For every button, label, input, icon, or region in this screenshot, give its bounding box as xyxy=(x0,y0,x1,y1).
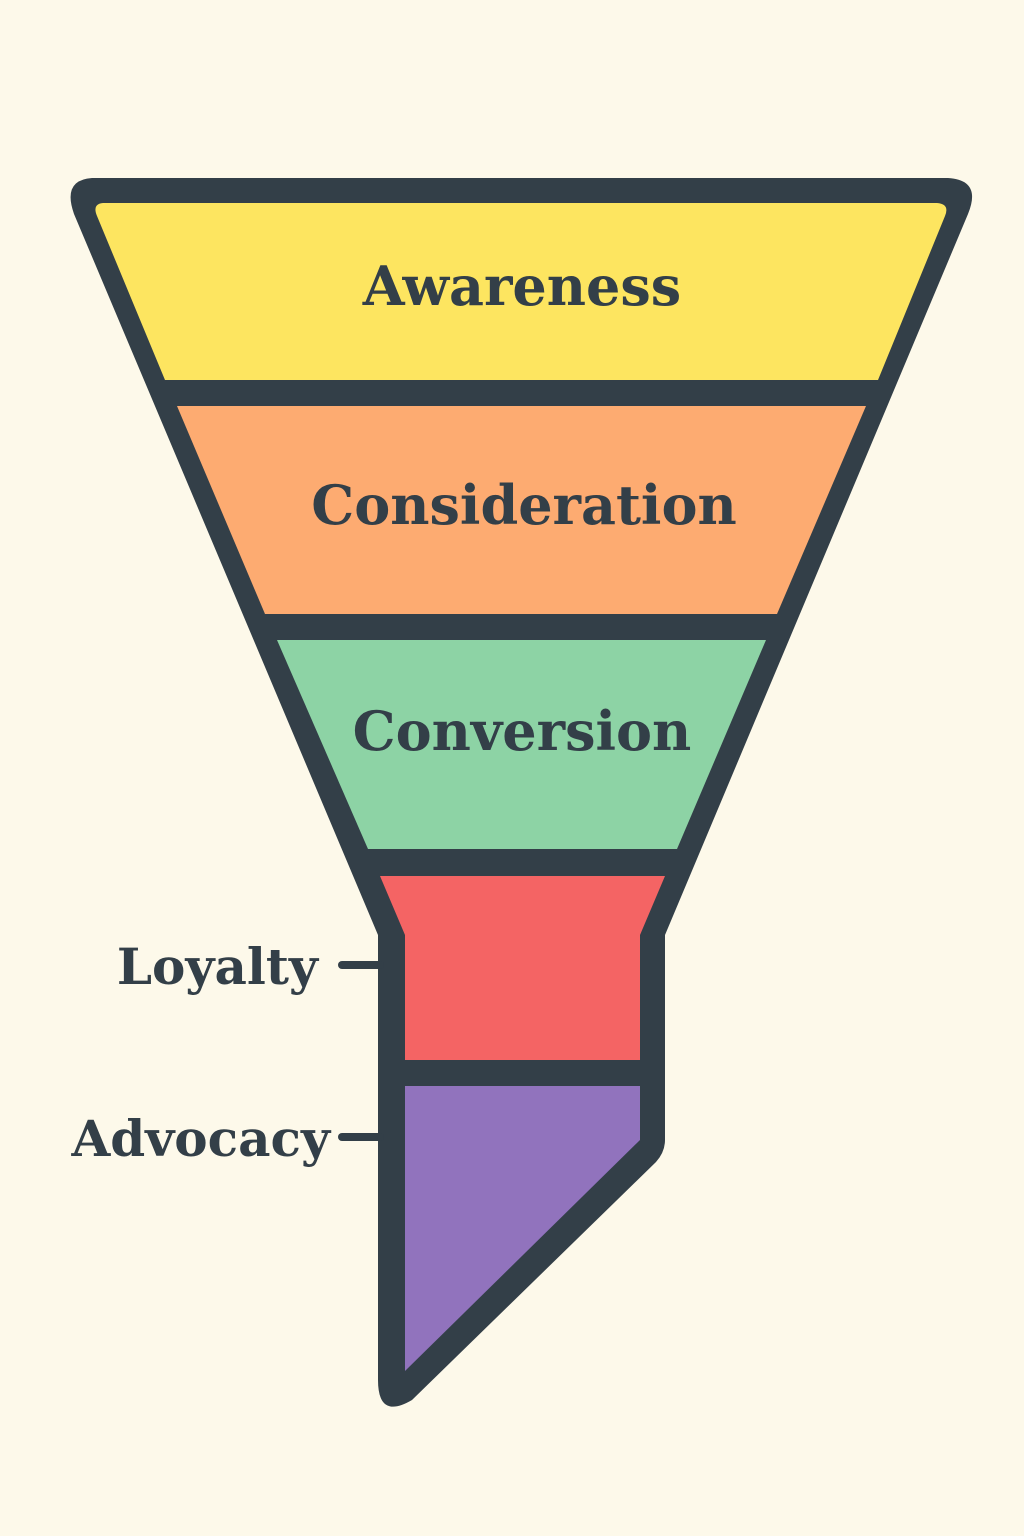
funnel-stage-awareness xyxy=(95,203,947,380)
funnel-stage-conversion xyxy=(277,640,766,849)
funnel-stage-loyalty xyxy=(380,876,665,1060)
stage-label-conversion: Conversion xyxy=(353,699,692,763)
side-label-advocacy: Advocacy xyxy=(71,1109,332,1168)
stage-label-consideration: Consideration xyxy=(311,473,736,537)
funnel-stage-advocacy xyxy=(405,1086,640,1371)
funnel-stage-consideration xyxy=(177,406,866,614)
stage-label-awareness: Awareness xyxy=(362,254,681,318)
side-label-loyalty: Loyalty xyxy=(117,937,320,996)
